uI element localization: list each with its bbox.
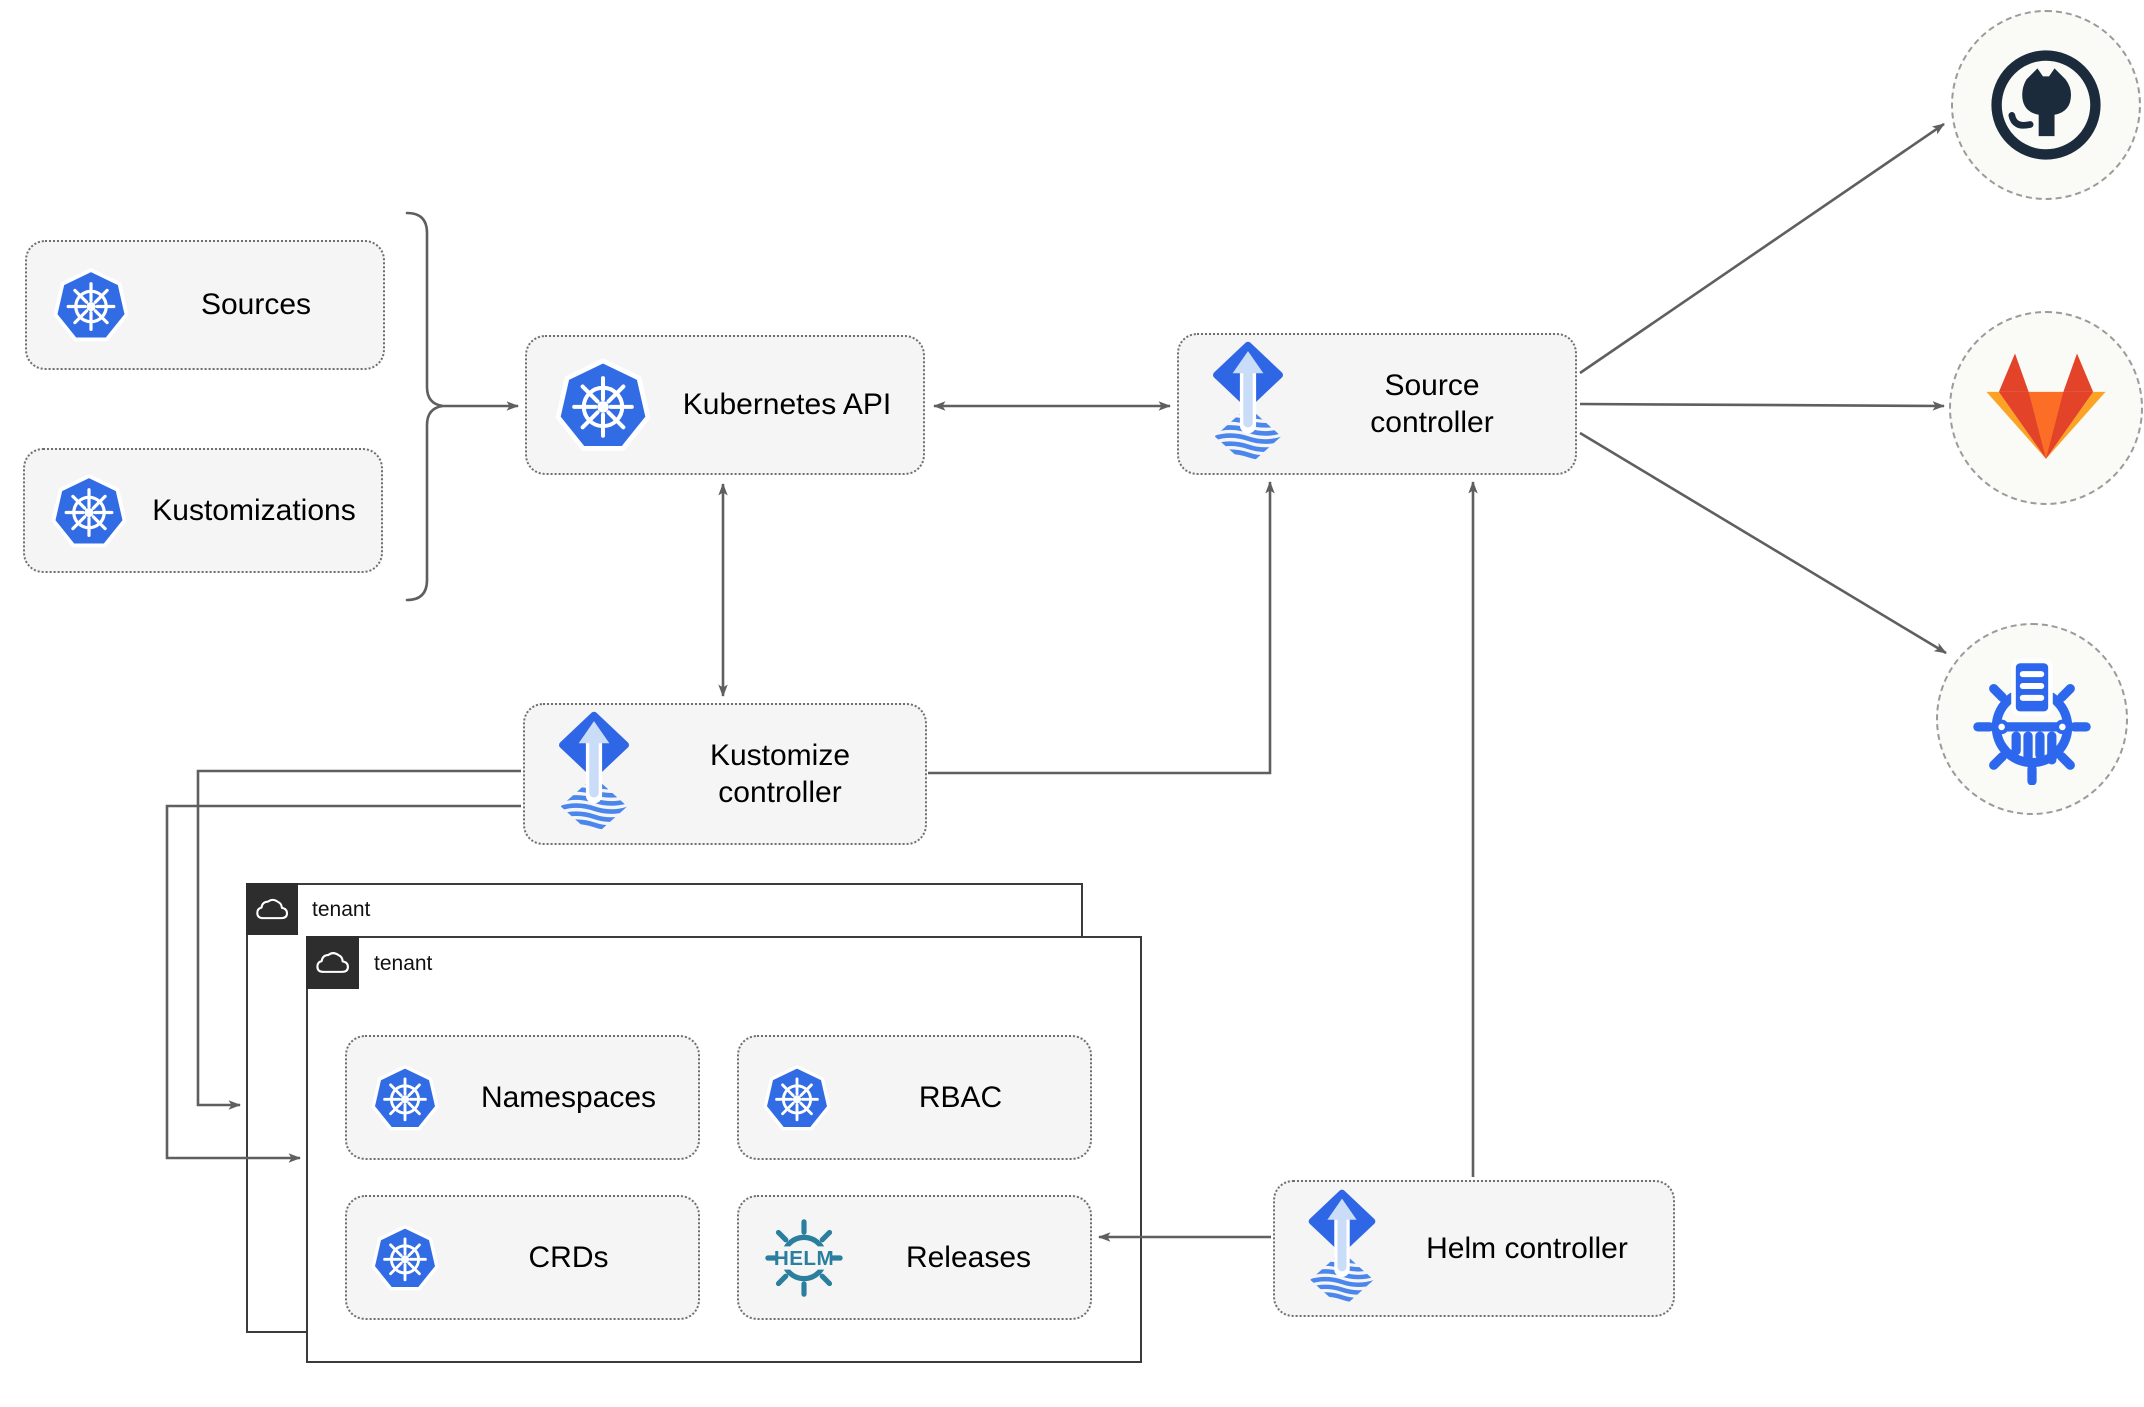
- node-kustomizations: Kustomizations: [23, 448, 383, 573]
- node-kustomize-controller: Kustomize controller: [523, 703, 927, 845]
- node-label: Kustomizations: [152, 493, 356, 527]
- cloud-icon: [255, 898, 288, 920]
- cloud-icon: [315, 952, 349, 973]
- tenant-outer-header: [245, 882, 298, 935]
- kubernetes-icon: [53, 267, 129, 343]
- gitlab-icon: [1986, 353, 2106, 459]
- kubernetes-icon: [371, 1064, 439, 1132]
- github-icon: [1985, 44, 2107, 166]
- flux-icon: [553, 710, 635, 838]
- tenant-inner-label: tenant: [374, 952, 433, 975]
- node-rbac: RBAC: [737, 1035, 1092, 1160]
- node-label: Kustomize controller: [709, 738, 851, 810]
- edge-kustomize-controller-source-controller: [928, 481, 1275, 775]
- node-releases: HELM Releases: [737, 1195, 1092, 1320]
- edge-source-controller-github: [1579, 122, 1945, 375]
- node-label: Source controller: [1370, 368, 1494, 440]
- node-label: Releases: [905, 1240, 1032, 1274]
- helm-icon: HELM: [761, 1215, 847, 1301]
- node-label: Sources: [200, 288, 312, 322]
- edge-brace-sources-group: [405, 211, 444, 602]
- node-kubernetes-api: Kubernetes API: [525, 335, 925, 475]
- node-label: Namespaces: [480, 1080, 657, 1114]
- node-source-controller: Source controller: [1177, 333, 1577, 475]
- node-sources: Sources: [25, 240, 385, 370]
- kubernetes-icon: [51, 473, 127, 549]
- node-label: Kubernetes API: [682, 388, 892, 422]
- bucket-icon: [1966, 653, 2098, 785]
- kubernetes-icon: [555, 357, 651, 453]
- provider-bucket: [1936, 623, 2128, 815]
- helm-logo-text: HELM: [774, 1246, 834, 1269]
- node-label: RBAC: [918, 1080, 1003, 1114]
- kubernetes-icon: [763, 1064, 831, 1132]
- node-helm-controller: Helm controller: [1273, 1180, 1675, 1317]
- edge-source-controller-bucket: [1579, 431, 1947, 655]
- node-namespaces: Namespaces: [345, 1035, 700, 1160]
- node-label: Helm controller: [1426, 1231, 1628, 1265]
- provider-github: [1951, 10, 2141, 200]
- flux-icon: [1207, 340, 1289, 468]
- tenant-inner-header: [305, 935, 359, 989]
- tenant-outer-label: tenant: [312, 898, 371, 921]
- kubernetes-icon: [371, 1224, 439, 1292]
- node-crds: CRDs: [345, 1195, 700, 1320]
- flux-icon: [1303, 1188, 1381, 1310]
- edge-source-controller-gitlab: [1579, 401, 1945, 411]
- provider-gitlab: [1949, 311, 2143, 505]
- node-label: CRDs: [528, 1240, 609, 1274]
